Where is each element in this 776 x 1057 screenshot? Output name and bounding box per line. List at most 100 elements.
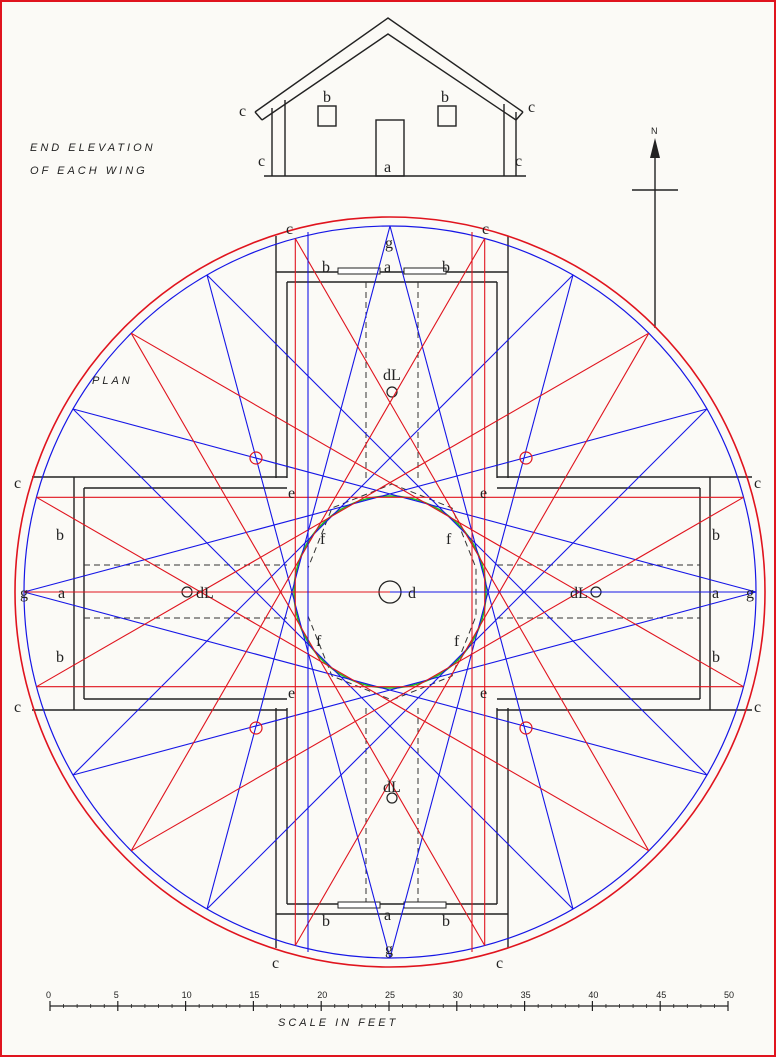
elev-label-b-right: b (441, 89, 449, 106)
plan-label-c-8: c (754, 699, 761, 716)
plan-label-b-5: b (56, 527, 64, 544)
plan-label-a-south: a (384, 907, 391, 924)
elev-label-c-4: c (515, 153, 522, 170)
scale-label-45: 45 (656, 990, 666, 1000)
plan-label-d: d (408, 585, 416, 602)
outer-circle (14, 216, 766, 968)
west-wing (32, 476, 287, 711)
east-wing (497, 476, 752, 711)
scale-label-50: 50 (724, 990, 734, 1000)
plan-label-dl-south: dL (383, 779, 401, 796)
plan-label-b-6: b (56, 649, 64, 666)
plan-label-c-4: c (496, 955, 503, 972)
window-left (317, 105, 337, 127)
roof-eave-left (254, 111, 263, 121)
end-elevation: b b a c c c c END ELEVATION OF EACH WING (30, 17, 535, 177)
elev-label-c-2: c (528, 99, 535, 116)
elev-label-a: a (384, 159, 391, 176)
elev-label-c-1: c (239, 103, 246, 120)
blue-star-line-5 (72, 274, 574, 776)
corner-marker-1 (519, 451, 533, 465)
scale-caption: SCALE IN FEET (278, 1017, 398, 1029)
scale-label-0: 0 (46, 990, 51, 1000)
roof-outer (254, 17, 524, 113)
north-label: N (651, 126, 658, 136)
corner-marker-2 (249, 721, 263, 735)
scale-label-20: 20 (317, 990, 327, 1000)
plan-label-c-5: c (14, 475, 21, 492)
blue-star-line-4 (206, 225, 391, 910)
plan-label-a-north: a (384, 259, 391, 276)
plan-label-c-7: c (754, 475, 761, 492)
plan-label-g-east: g (746, 585, 754, 602)
blue-star-line-2 (72, 408, 574, 910)
building-plan (32, 236, 752, 948)
red-star-line-5 (36, 332, 650, 688)
scale-label-35: 35 (521, 990, 531, 1000)
blue-star-line-3 (206, 274, 391, 959)
blue-star-line-6 (23, 408, 708, 593)
red-star-line-7 (130, 332, 744, 688)
blue-star-line-8 (206, 274, 708, 776)
scale-label-25: 25 (385, 990, 395, 1000)
post-north (386, 386, 398, 398)
window-right (437, 105, 457, 127)
corner-marker-0 (249, 451, 263, 465)
plan-label-b-4: b (442, 913, 450, 930)
corner-marker-3 (519, 721, 533, 735)
plan-label-b-3: b (322, 913, 330, 930)
plan-label-e-3: e (288, 685, 295, 702)
plan-label-e-1: e (288, 485, 295, 502)
roof-inner (261, 33, 517, 121)
north-arrow-head (650, 138, 660, 158)
scale-label-15: 15 (249, 990, 259, 1000)
north-arrow: N (632, 126, 678, 328)
blue-star-line-7 (72, 408, 757, 593)
blue-star-line-0 (72, 591, 757, 776)
plan-label-f-1: f (320, 531, 326, 548)
plan-label-e-2: e (480, 485, 487, 502)
door (375, 119, 405, 177)
plan-label-b-2: b (442, 259, 450, 276)
plan-label-dl-east: dL (570, 585, 588, 602)
elevation-caption-2: OF EACH WING (30, 165, 148, 177)
plan-label-f-3: f (316, 633, 322, 650)
blue-star-line-1 (23, 591, 708, 776)
red-star-line-1 (36, 496, 650, 852)
central-octagon (307, 483, 477, 701)
blue-star-line-10 (389, 274, 574, 959)
plan-label-b-7: b (712, 527, 720, 544)
plan-label-dl-west: dL (196, 585, 214, 602)
plan-label-c-6: c (14, 699, 21, 716)
plan-label-dl-north: dL (383, 367, 401, 384)
plan-label-a-east: a (712, 585, 719, 602)
blue-star-line-11 (206, 408, 708, 910)
elev-label-b-left: b (323, 89, 331, 106)
plan-label-e-4: e (480, 685, 487, 702)
scale-label-5: 5 (114, 990, 119, 1000)
scale-label-40: 40 (588, 990, 598, 1000)
post-south (386, 792, 398, 804)
roof-eave-right (515, 111, 524, 121)
plan-label-f-2: f (446, 531, 452, 548)
plan-labels: PLAN g g g g a a a a b b b b b b b b c c… (14, 221, 761, 972)
plan-label-g-west: g (20, 585, 28, 602)
south-wing (275, 708, 509, 948)
plan-label-g-south: g (385, 941, 393, 958)
plan-label-f-4: f (454, 633, 460, 650)
red-star-line-11 (130, 496, 744, 852)
plan-label-g-north: g (385, 235, 393, 252)
plan-title: PLAN (92, 375, 133, 387)
elevation-caption-1: END ELEVATION (30, 142, 156, 154)
elev-label-c-3: c (258, 153, 265, 170)
blue-star-line-9 (389, 225, 574, 910)
scale-label-30: 30 (453, 990, 463, 1000)
plan-label-c-1: c (286, 221, 293, 238)
plan-label-c-3: c (272, 955, 279, 972)
plan-label-b-1: b (322, 259, 330, 276)
plan-label-a-west: a (58, 585, 65, 602)
